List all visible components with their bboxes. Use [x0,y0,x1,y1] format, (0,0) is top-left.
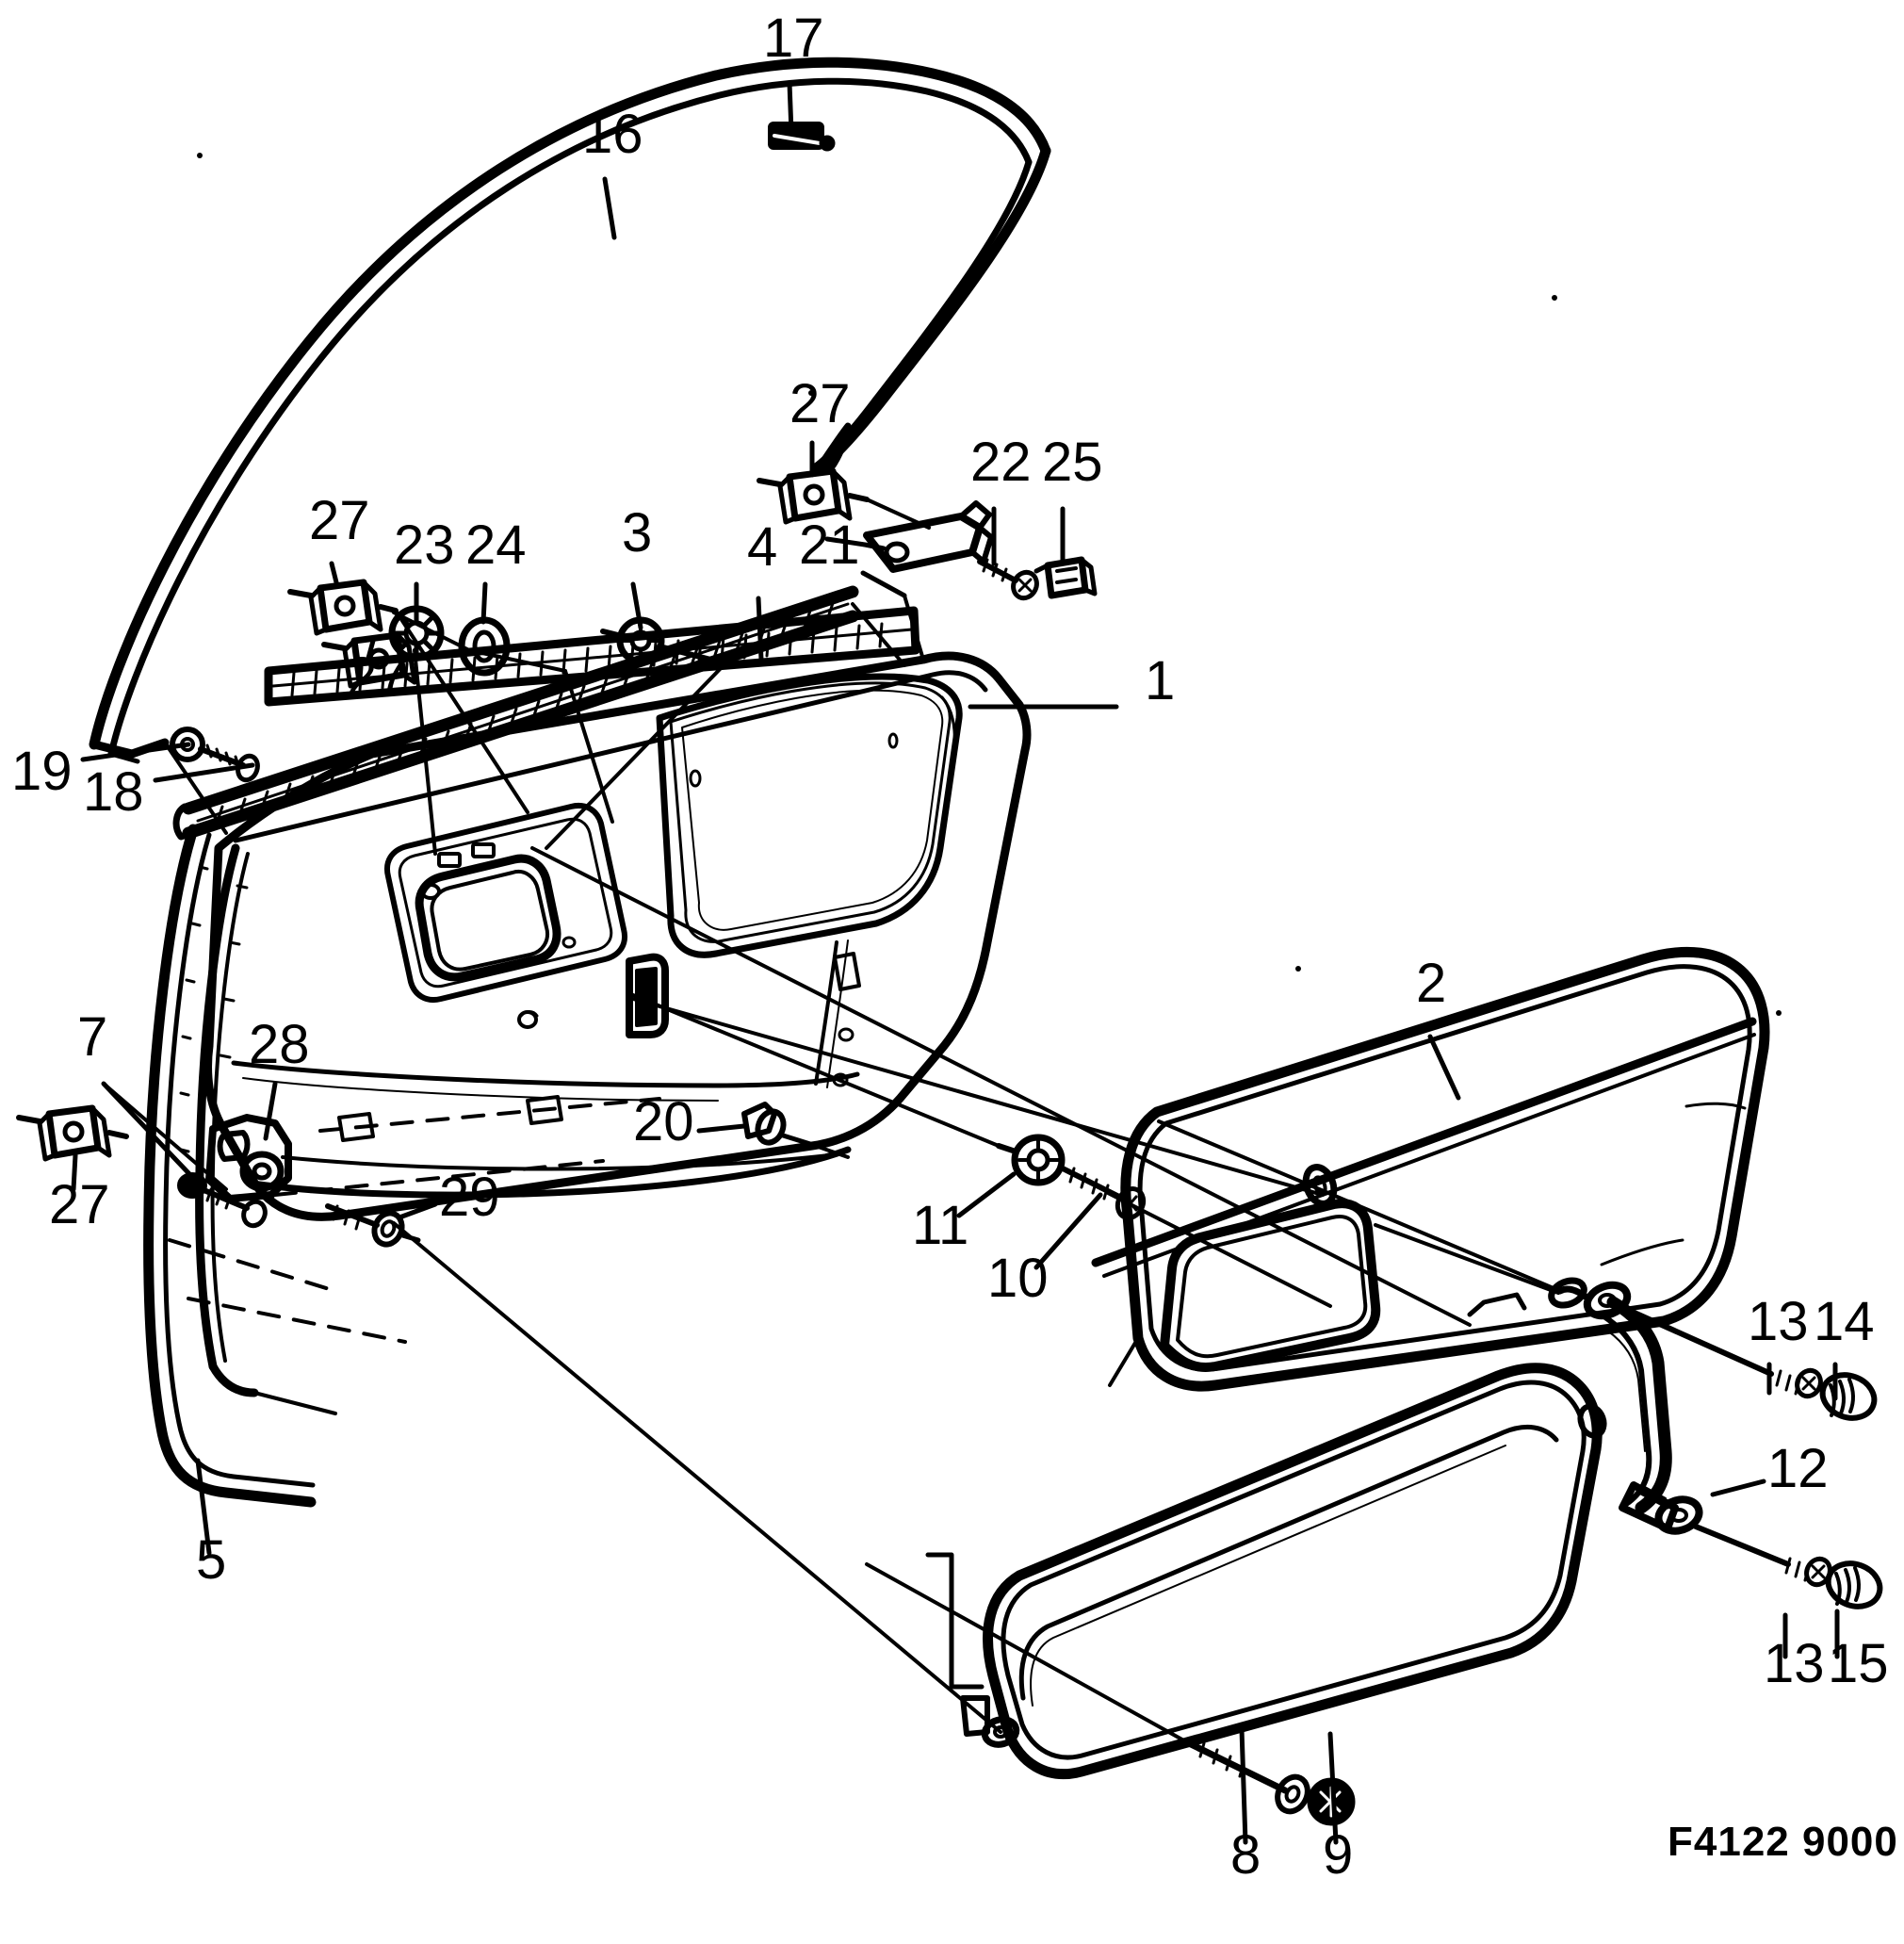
callout-17: 17 [763,8,824,69]
part-11-panel-washer [996,1134,1066,1186]
leader-11 [956,1171,1017,1218]
figure-caption: F4122 9000 [1668,1819,1898,1865]
part-28-striker-bracket [177,1114,292,1229]
callout-7: 7 [77,1006,108,1068]
leader-21 [824,536,868,547]
leader-18 [153,762,255,783]
callout-27-c: 27 [789,373,851,434]
part-13-handle-screw-lower [1693,1524,1832,1588]
leader-10 [1033,1192,1103,1270]
leader-2 [1427,1034,1461,1101]
part-2-door-trim-panel [1091,946,1770,1392]
part-15-handle-screw-cover [1825,1560,1883,1609]
leader-27a [329,561,340,589]
part-5-door-aperture-seal [143,824,317,1508]
leader-16 [602,176,617,240]
leader-7 [101,1081,196,1181]
callout-11: 11 [912,1195,969,1256]
callout-23: 23 [394,515,455,576]
callout-27-a: 27 [309,490,370,551]
part-27-speed-nut-clip-c [757,467,870,525]
part-22-bracket-screw [977,558,1039,601]
leader-4 [756,596,764,662]
dashed-guides [168,1097,661,1344]
leader-27d [71,1152,78,1192]
callout-29: 29 [439,1167,500,1228]
callout-27-d: 27 [49,1174,110,1235]
leader-19 [80,742,191,762]
callout-3: 3 [622,502,653,564]
callout-27-b: 27 [347,646,408,708]
callout-15: 15 [1828,1633,1889,1694]
callout-24: 24 [465,515,527,576]
callout-9: 9 [1323,1824,1354,1886]
part-25-bracket-clip [1033,556,1098,599]
callout-28: 28 [249,1014,310,1075]
assembly-lines [102,498,1562,1745]
leader-24 [480,581,488,625]
part-14-handle-screw-cover [1819,1372,1878,1421]
callout-20: 20 [633,1091,694,1152]
part-17-weatherstrip-clip [768,122,836,152]
leader-17 [787,80,794,135]
callout-10: 10 [987,1248,1049,1309]
leader-29 [397,1201,438,1220]
part-27-speed-nut-clip-d [16,1104,129,1162]
part-7-seal-retainer [195,843,240,1371]
callout-22: 22 [970,432,1032,493]
callout-14: 14 [1814,1291,1875,1352]
callout-19: 19 [11,741,73,802]
leader-27b [365,638,376,664]
part-21-mirror-bracket [860,500,994,598]
leader-12 [1710,1478,1766,1497]
callout-21: 21 [799,515,860,576]
callout-25: 25 [1042,432,1103,493]
callout-4: 4 [747,516,778,578]
leader-5 [195,1458,212,1556]
part-6-armrest [925,1363,1607,1780]
callout-5: 5 [196,1529,227,1591]
callout-13-upper: 13 [1748,1291,1809,1352]
part-20-trim-clip [741,1102,813,1147]
leader-3 [630,581,643,630]
callout-16: 16 [582,104,643,165]
callout-13-lower: 13 [1764,1633,1825,1694]
callout-8: 8 [1230,1824,1261,1886]
leader-9 [1327,1731,1339,1845]
leader-20 [696,1123,747,1134]
callout-2: 2 [1416,953,1447,1014]
callout-12: 12 [1767,1438,1829,1499]
leader-28 [263,1081,278,1141]
part-9-armrest-screw-cap [1307,1777,1356,1826]
part-27-speed-nut-clip-a [287,579,399,636]
leader-8 [1239,1726,1248,1845]
part-13-handle-screw-upper [1625,1307,1823,1399]
part-16-window-frame-weatherstrip [89,57,1051,764]
scan-specks [197,153,1782,1016]
callout-18: 18 [83,761,144,823]
callout-1: 1 [1145,650,1176,711]
